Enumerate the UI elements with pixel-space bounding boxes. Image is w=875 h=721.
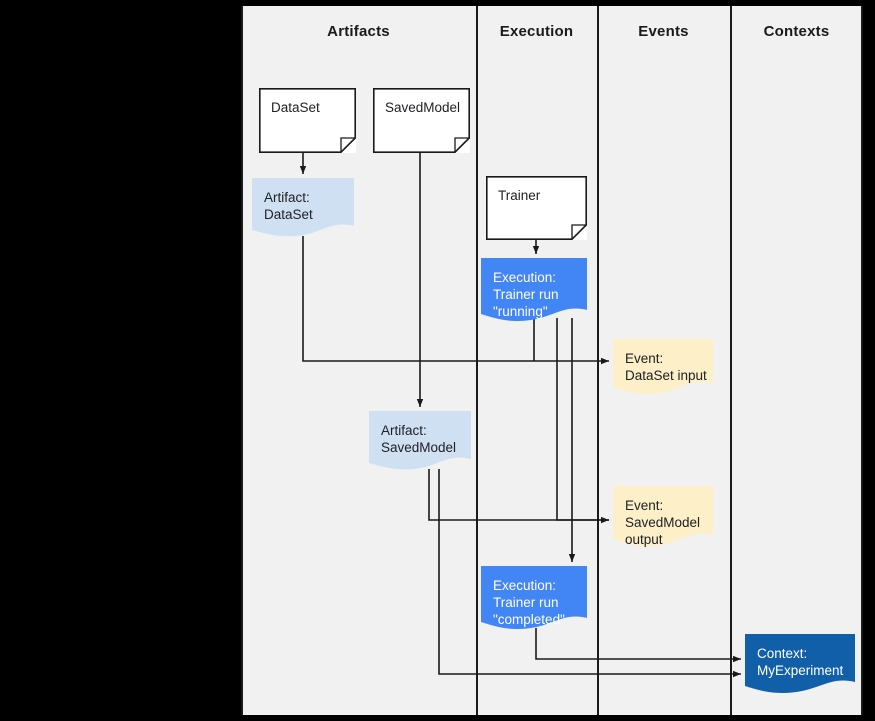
edge-artifact-savedmodel-to-context — [438, 469, 741, 678]
wave-card-shape — [369, 411, 471, 470]
node-label: Event: DataSet input — [625, 351, 707, 383]
wave-card-shape — [481, 566, 587, 629]
wave-card-shape — [613, 339, 713, 394]
node-label: Artifact: SavedModel — [381, 423, 457, 455]
node-context-myexperiment[interactable]: Context: MyExperiment — [745, 634, 855, 694]
edge-execution-to-event-output — [556, 318, 609, 521]
node-label: Artifact: DataSet — [264, 190, 313, 222]
edge-execution-completed-to-context — [535, 628, 741, 663]
connector-layer — [299, 153, 741, 678]
wave-card-shape — [252, 178, 354, 237]
lane-divider-right — [861, 6, 863, 715]
node-dataset-document[interactable]: DataSet — [259, 88, 356, 153]
lane-divider-left — [241, 6, 243, 715]
lane-header-execution: Execution — [499, 23, 574, 40]
wave-card-shape — [481, 258, 587, 321]
lane-header-events: Events — [638, 23, 689, 40]
node-label: Trainer — [498, 188, 541, 203]
lane-header-contexts: Contexts — [763, 23, 830, 40]
lane-header-artifacts: Artifacts — [327, 23, 390, 40]
wave-card-shape — [745, 634, 855, 693]
document-shape — [373, 88, 470, 153]
node-artifact-dataset[interactable]: Artifact: DataSet — [252, 178, 354, 238]
node-label: Event: SavedModel output — [625, 498, 701, 547]
node-label: Context: MyExperiment — [757, 646, 844, 678]
node-artifact-savedmodel[interactable]: Artifact: SavedModel — [369, 411, 471, 471]
node-label: Execution: Trainer run "running" — [493, 270, 559, 319]
document-shape — [259, 88, 356, 153]
node-execution-running[interactable]: Execution: Trainer run "running" — [481, 258, 587, 324]
node-trainer-document[interactable]: Trainer — [486, 176, 587, 240]
diagram-canvas: Artifacts Execution Events Contexts — [241, 6, 863, 715]
document-shape — [486, 176, 587, 240]
node-label: DataSet — [271, 100, 320, 115]
edge-artifact-savedmodel-to-event — [428, 469, 609, 524]
wave-card-shape — [613, 486, 713, 546]
node-label: SavedModel — [385, 100, 461, 115]
node-savedmodel-document[interactable]: SavedModel — [373, 88, 470, 153]
node-execution-completed[interactable]: Execution: Trainer run "completed" — [481, 566, 587, 632]
node-event-dataset-input[interactable]: Event: DataSet input — [613, 339, 713, 395]
node-event-savedmodel-output[interactable]: Event: SavedModel output — [613, 486, 713, 548]
edge-artifact-dataset-to-event — [302, 236, 609, 365]
node-label: Execution: Trainer run "completed" — [493, 578, 565, 627]
lane-divider-contexts — [730, 6, 732, 715]
